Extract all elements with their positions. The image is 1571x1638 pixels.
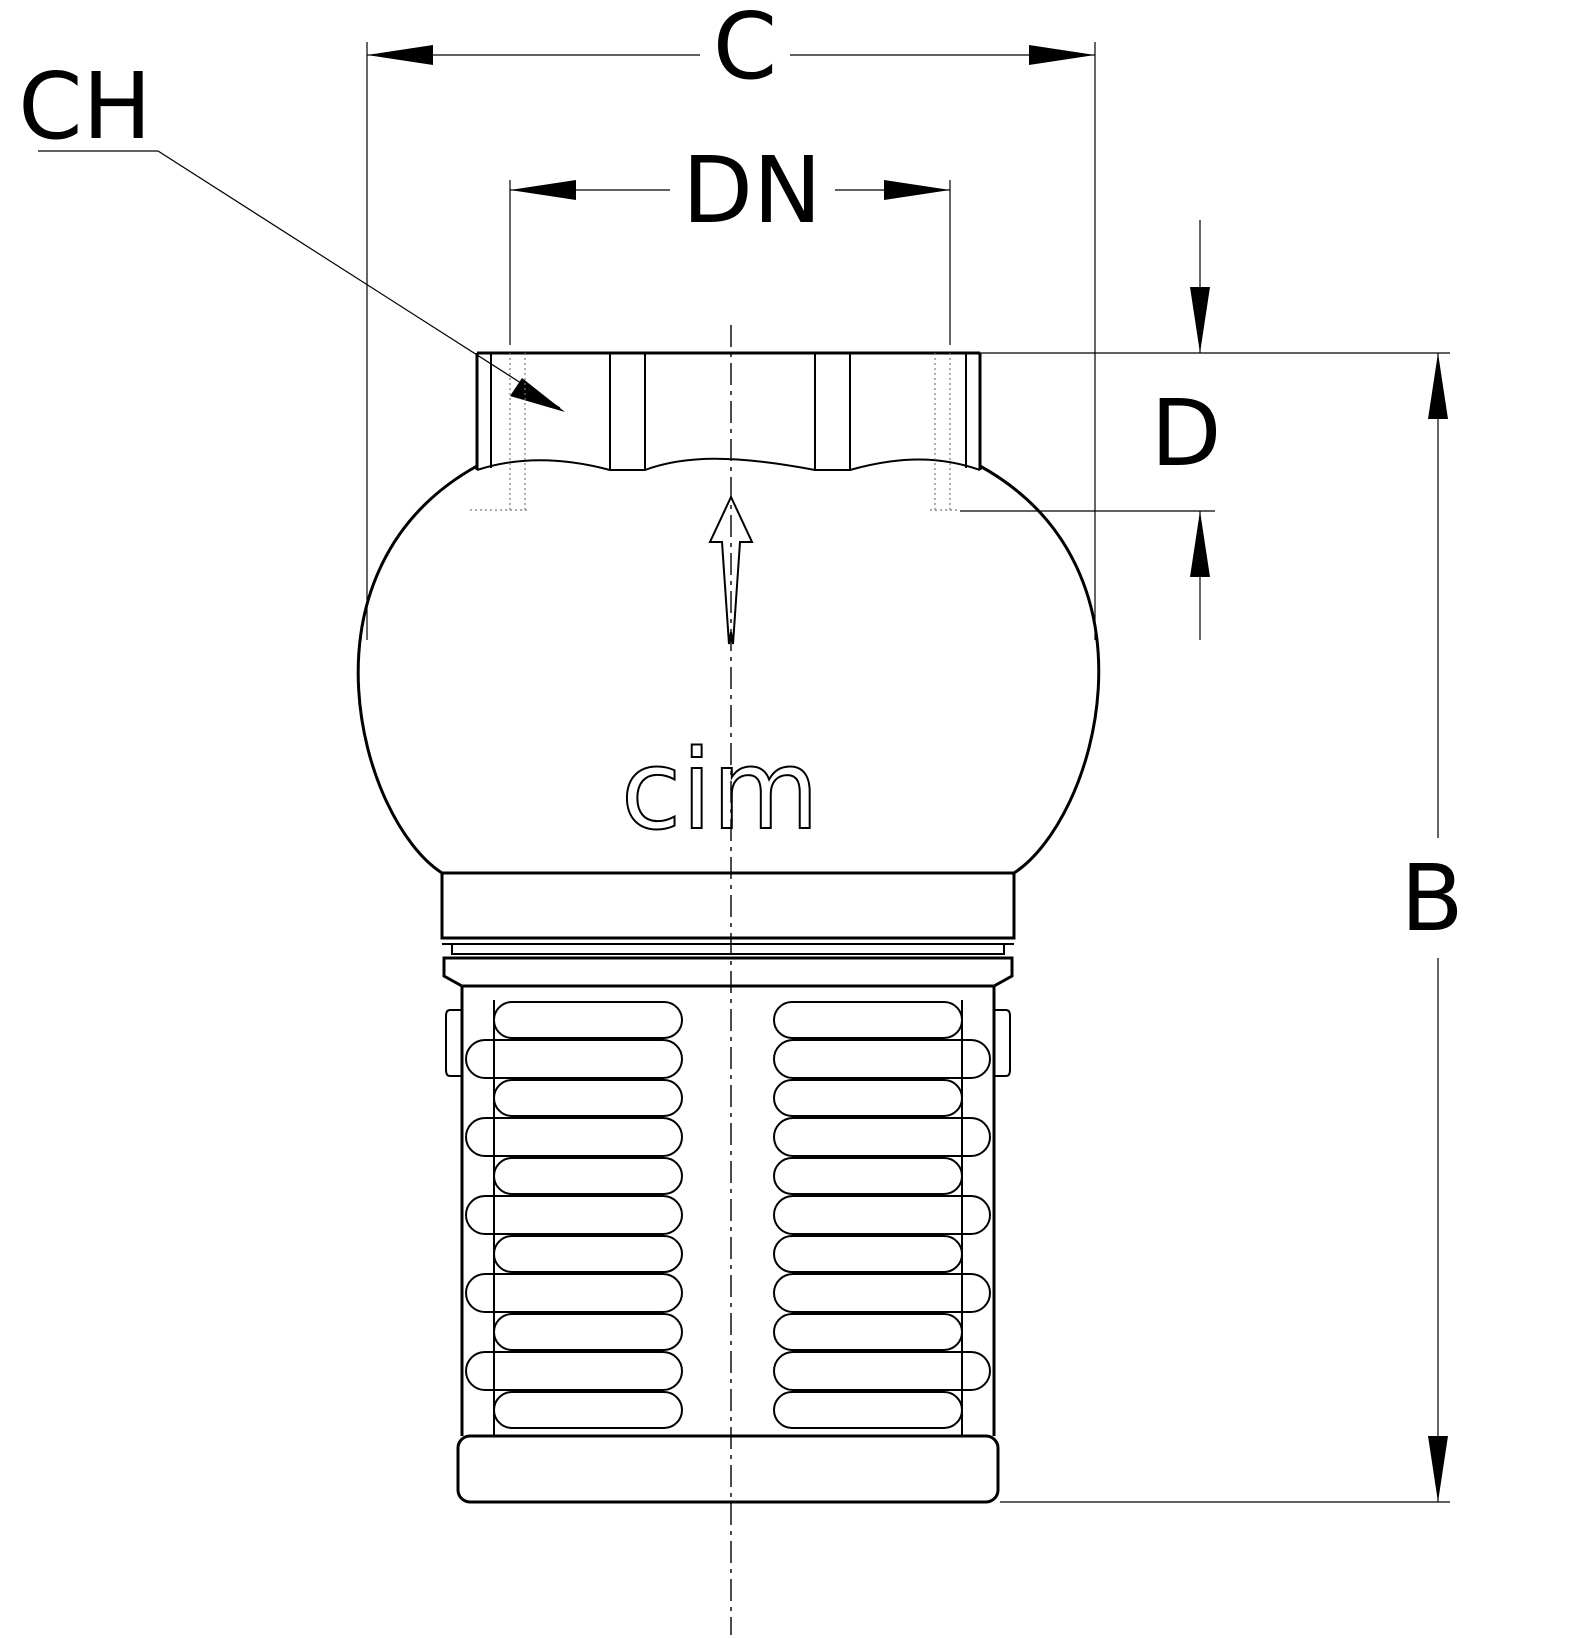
slot — [493, 1313, 683, 1351]
slot — [493, 1001, 683, 1039]
leader-arrow-ch — [510, 378, 565, 412]
dimension-label-dn: DN — [682, 137, 822, 244]
dim-arrow-up — [1428, 353, 1448, 419]
cim-logo: cim — [621, 726, 819, 854]
dim-arrow-down — [1428, 1436, 1448, 1502]
dimension-c: C — [366, 0, 1096, 640]
dimension-label-d: D — [1151, 380, 1222, 487]
slot — [465, 1195, 683, 1235]
dimension-d: D — [960, 220, 1450, 640]
dimension-label-ch: CH — [18, 53, 151, 160]
slot — [465, 1351, 683, 1391]
slot — [773, 1235, 963, 1273]
slot — [773, 1001, 963, 1039]
slot — [465, 1273, 683, 1313]
threaded-collar — [470, 351, 982, 511]
dimension-label-c: C — [713, 0, 777, 100]
slot — [773, 1157, 963, 1195]
slot — [773, 1079, 963, 1117]
slot — [465, 1117, 683, 1157]
slot — [773, 1273, 991, 1313]
slot — [493, 1391, 683, 1429]
dim-arrow-right — [1029, 45, 1095, 65]
slot — [493, 1157, 683, 1195]
slot — [773, 1195, 991, 1235]
dimension-ch: CH — [18, 53, 565, 412]
slot — [773, 1039, 991, 1079]
dimension-b: B — [1000, 353, 1464, 1503]
slot — [493, 1079, 683, 1117]
dim-arrow-left — [367, 45, 433, 65]
neck-ring — [440, 871, 1016, 988]
dim-arrow-right — [884, 180, 950, 200]
dim-arrow-down — [1190, 287, 1210, 353]
flow-arrow-icon — [708, 494, 754, 645]
slot — [773, 1117, 991, 1157]
slot — [493, 1235, 683, 1273]
dim-arrow-left — [510, 180, 576, 200]
dim-arrow-up — [1190, 511, 1210, 577]
slot — [465, 1039, 683, 1079]
valve-body: cim — [356, 351, 1101, 1504]
dimension-label-b: B — [1400, 845, 1463, 952]
slot — [773, 1391, 963, 1429]
base-ring — [456, 1434, 1000, 1504]
dimension-dn: DN — [509, 137, 951, 345]
strainer-cage — [445, 986, 1011, 1436]
slot — [773, 1313, 963, 1351]
slot — [773, 1351, 991, 1391]
